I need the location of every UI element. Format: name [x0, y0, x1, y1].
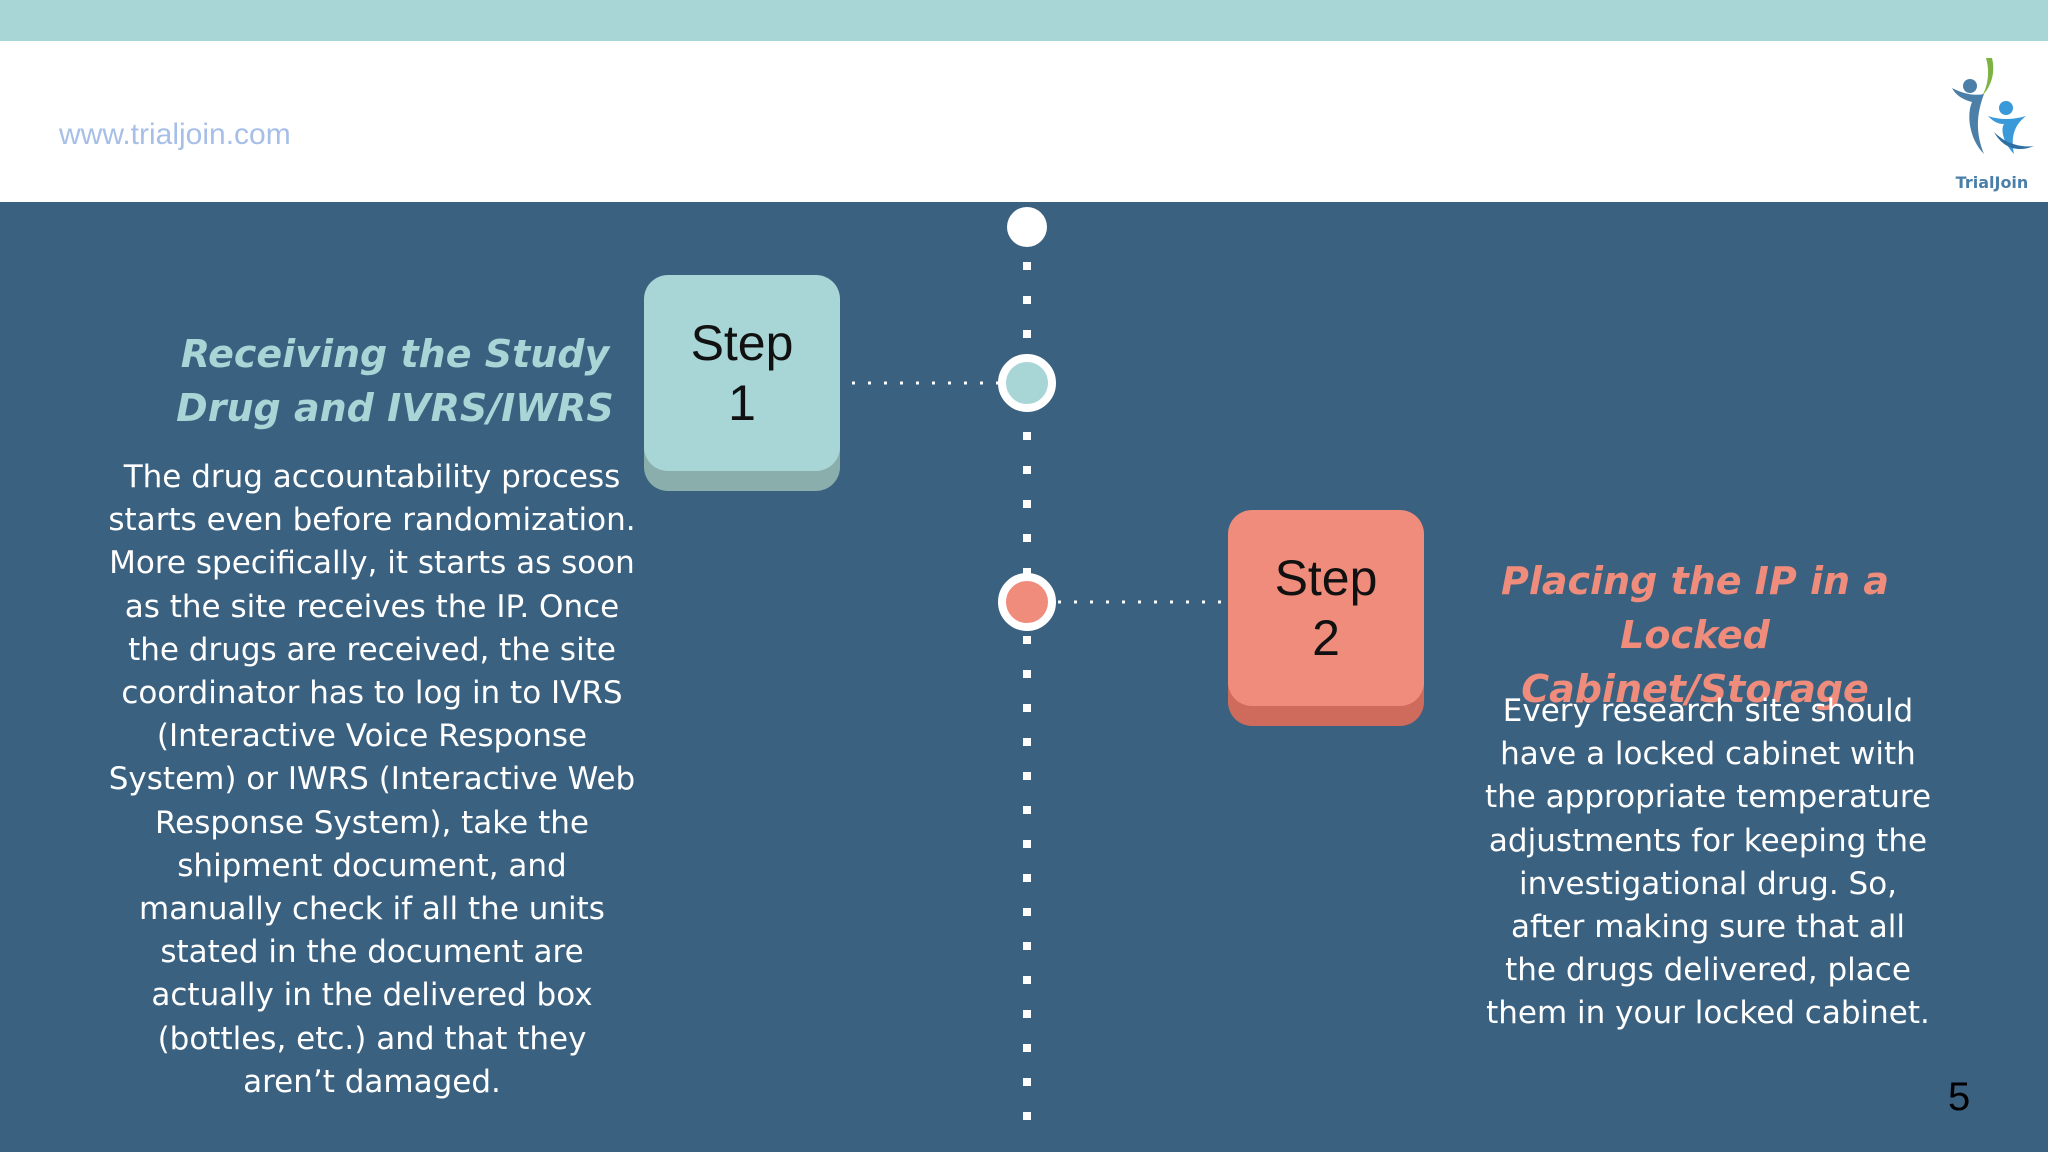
header-bar: [0, 41, 2048, 202]
step-2-number: 2: [1312, 610, 1340, 666]
step-1-timeline-node: [998, 354, 1056, 412]
step-2-timeline-node: [998, 573, 1056, 631]
top-accent-strip: [0, 0, 2048, 41]
step-1-heading: Receiving the Study Drug and IVRS/IWRS: [176, 332, 614, 430]
website-link[interactable]: www.trialjoin.com: [59, 118, 291, 151]
logo-wordmark: TrialJoin: [1955, 173, 2029, 192]
timeline-graphic: [852, 207, 1222, 1127]
step-2-label: Step: [1274, 550, 1378, 606]
step-1-label: Step: [690, 315, 794, 371]
step-2-card: Step 2: [1228, 510, 1424, 706]
timeline-content: Step 1 Receiving the Study Drug and IVRS…: [0, 202, 2048, 1152]
trialjoin-logo: TrialJoin: [1944, 50, 2040, 200]
step-2-heading: Placing the IP in a Locked Cabinet/Stora…: [1501, 559, 1889, 711]
page-number: 5: [1948, 1075, 1971, 1119]
step-1-card: Step 1: [644, 275, 840, 471]
logo-figures-icon: [1952, 58, 2034, 154]
step-1-number: 1: [728, 375, 756, 431]
timeline-start-dot: [1007, 207, 1047, 247]
step-1-description: The drug accountability process starts e…: [108, 459, 636, 1100]
step-2-description: Every research site should have a locked…: [1484, 693, 1932, 1032]
